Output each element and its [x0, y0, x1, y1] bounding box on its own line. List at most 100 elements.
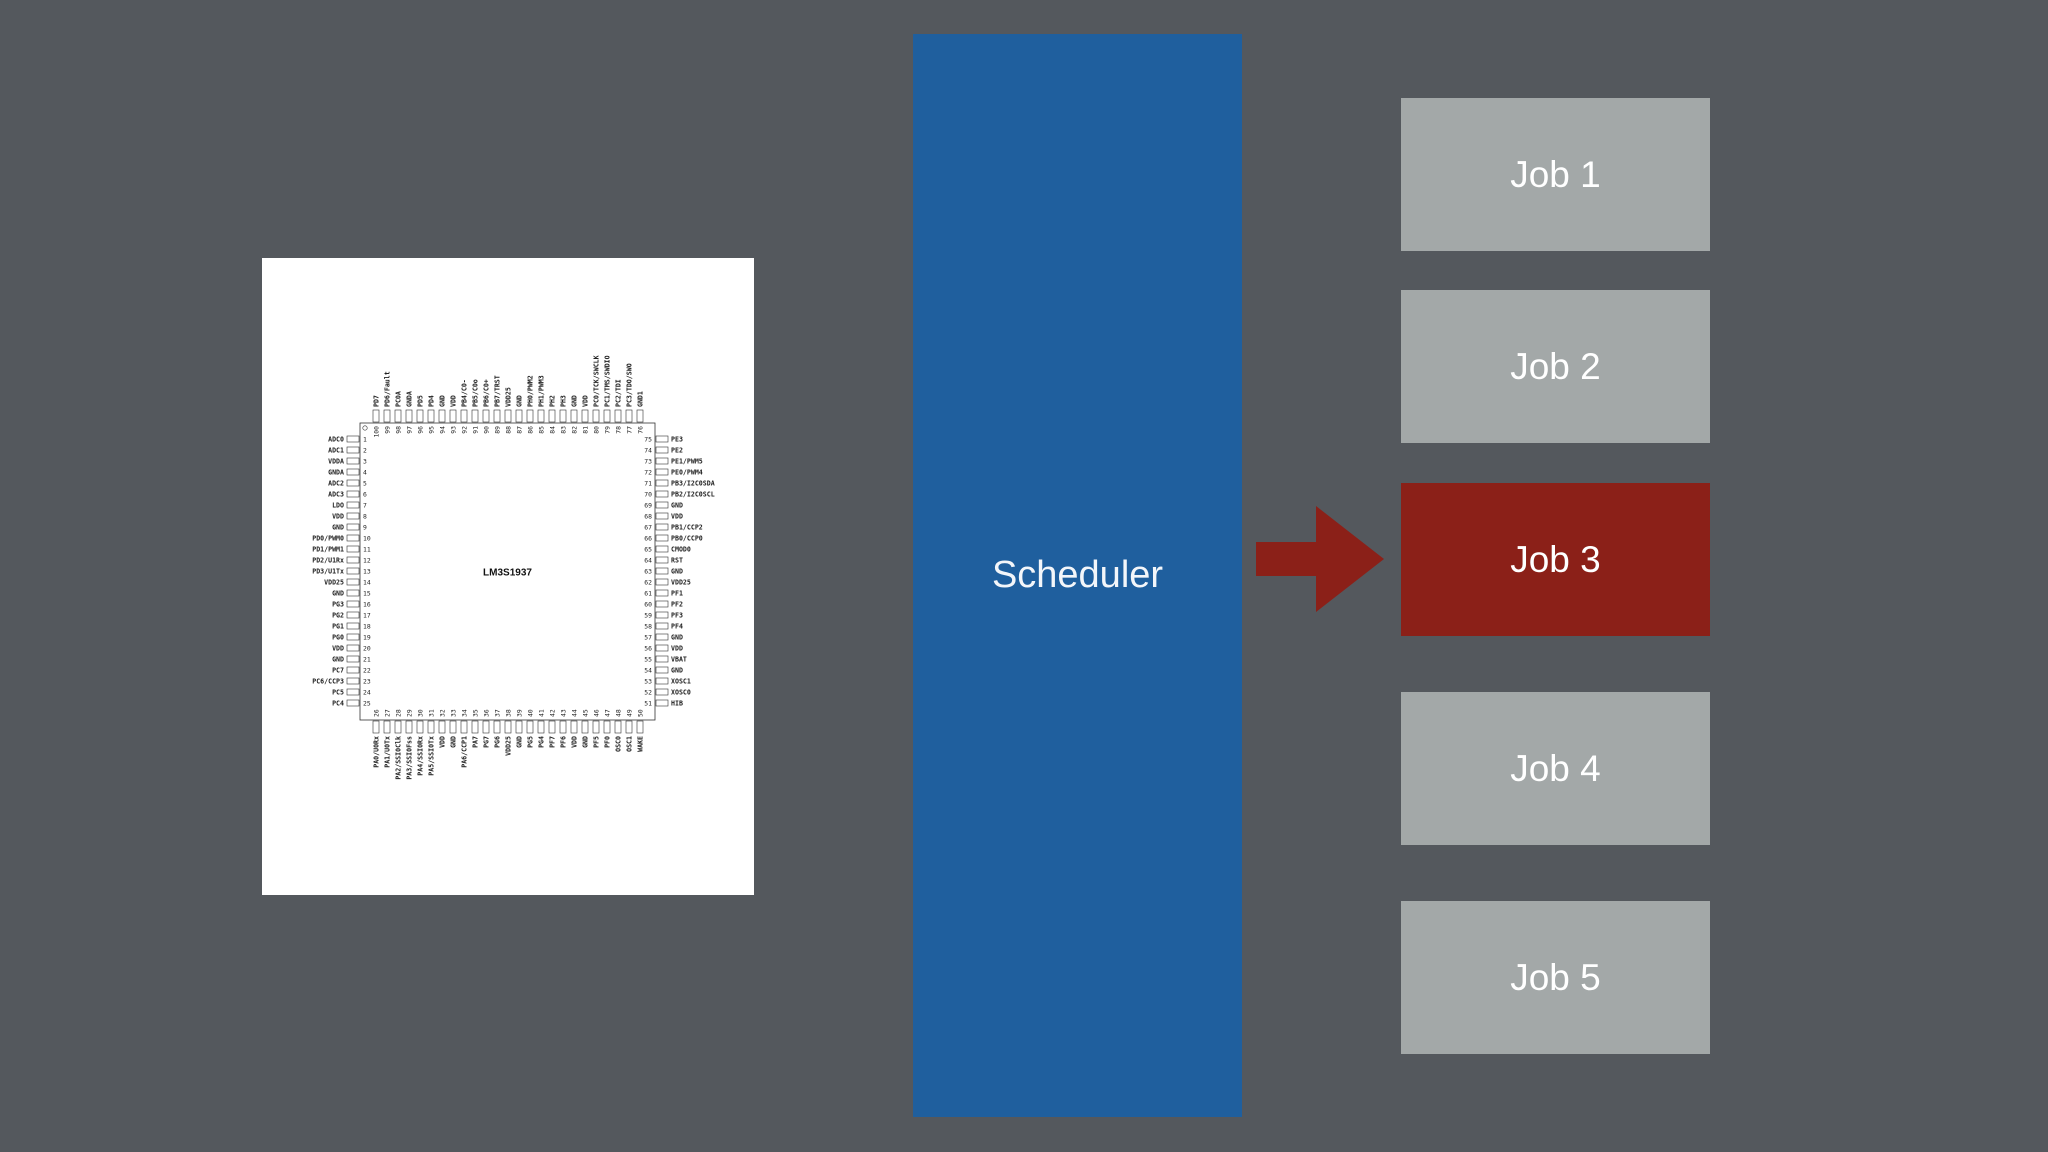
right-pin-label: PE3 [671, 435, 683, 443]
top-pin-label: PC2/TDI [614, 379, 622, 407]
bottom-pin-number: 49 [625, 709, 633, 717]
top-pin-label: PH0/PWM2 [526, 375, 534, 407]
bottom-pin-number: 39 [515, 709, 523, 717]
bottom-pin-number: 30 [416, 709, 424, 717]
left-pin-number: 14 [363, 578, 371, 586]
top-pin-number: 95 [427, 426, 435, 434]
right-pin-pad [655, 600, 669, 608]
right-pin-label: XOSC0 [671, 688, 691, 696]
top-pin-pad [383, 409, 391, 423]
right-pin-pad [655, 479, 669, 487]
left-pin-pad [346, 633, 360, 641]
left-pin-number: 15 [363, 589, 371, 597]
top-pin-number: 78 [614, 426, 622, 434]
bottom-pin-pad [526, 720, 534, 734]
top-pin-number: 81 [581, 426, 589, 434]
right-pin-label: PF4 [671, 622, 683, 630]
left-pin-pad [346, 622, 360, 630]
bottom-pin-label: PA3/SSI0Fss [405, 736, 413, 780]
right-pin-label: VDD [671, 644, 683, 652]
bottom-pin-pad [592, 720, 600, 734]
bottom-pin-label: VDD25 [504, 736, 512, 756]
bottom-pin-pad [636, 720, 644, 734]
job-box-1: Job 1 [1401, 98, 1710, 251]
left-pin-number: 11 [363, 545, 371, 553]
top-pin-pad [625, 409, 633, 423]
bottom-pin-pad [515, 720, 523, 734]
bottom-pin-label: PG7 [482, 736, 490, 748]
left-pin-label: GND [332, 523, 344, 531]
top-pin-pad [570, 409, 578, 423]
right-pin-pad [655, 677, 669, 685]
right-pin-number: 52 [644, 688, 652, 696]
top-pin-number: 92 [460, 426, 468, 434]
top-pin-label: PB4/C0- [460, 379, 468, 407]
right-pin-number: 69 [644, 501, 652, 509]
left-pin-pad [346, 699, 360, 707]
bottom-pin-number: 36 [482, 709, 490, 717]
bottom-pin-pad [416, 720, 424, 734]
top-pin-number: 98 [394, 426, 402, 434]
chip-pinout-svg: LM3S19371ADC02ADC13VDDA4GNDA5ADC26ADC37L… [312, 355, 714, 780]
left-pin-label: PD2/U1Rx [312, 556, 344, 564]
top-pin-pad [438, 409, 446, 423]
left-pin-pad [346, 479, 360, 487]
bottom-pin-number: 34 [460, 709, 468, 717]
right-pin-number: 75 [644, 435, 652, 443]
bottom-pin-pad [603, 720, 611, 734]
left-pin-number: 7 [363, 501, 367, 509]
bottom-pin-label: PA5/SSI0Tx [427, 736, 435, 776]
top-pin-number: 90 [482, 426, 490, 434]
bottom-pin-label: PF5 [592, 736, 600, 748]
scheduler-label: Scheduler [991, 554, 1164, 596]
bottom-pin-pad [570, 720, 578, 734]
right-pin-pad [655, 644, 669, 652]
left-pin-number: 16 [363, 600, 371, 608]
top-pin-label: PC3/TDO/SWO [625, 363, 633, 407]
left-pin-label: PC6/CCP3 [312, 677, 344, 685]
left-pin-label: ADC1 [328, 446, 344, 454]
top-pin-number: 88 [504, 426, 512, 434]
top-pin-number: 76 [636, 426, 644, 434]
right-pin-label: RST [671, 556, 683, 564]
top-pin-pad [460, 409, 468, 423]
bottom-pin-label: VDD [570, 736, 578, 748]
left-pin-number: 10 [363, 534, 371, 542]
left-pin-pad [346, 446, 360, 454]
left-pin-number: 12 [363, 556, 371, 564]
right-pin-pad [655, 446, 669, 454]
left-pin-label: PC7 [332, 666, 344, 674]
top-pin-label: PH3 [559, 395, 567, 407]
left-pin-number: 5 [363, 479, 367, 487]
left-pin-label: VDD [332, 644, 344, 652]
bottom-pin-label: PF7 [548, 736, 556, 748]
left-pin-number: 3 [363, 457, 367, 465]
right-pin-label: PF3 [671, 611, 683, 619]
left-pin-pad [346, 666, 360, 674]
right-pin-number: 57 [644, 633, 652, 641]
left-pin-pad [346, 677, 360, 685]
top-pin-number: 85 [537, 426, 545, 434]
right-pin-number: 66 [644, 534, 652, 542]
top-pin-number: 94 [438, 426, 446, 434]
left-pin-label: PC5 [332, 688, 344, 696]
right-pin-number: 65 [644, 545, 652, 553]
left-pin-pad [346, 567, 360, 575]
right-pin-label: GND [671, 633, 683, 641]
left-pin-label: GND [332, 589, 344, 597]
top-pin-label: PB7/TRST [493, 375, 501, 407]
left-pin-pad [346, 512, 360, 520]
left-pin-number: 9 [363, 523, 367, 531]
right-pin-label: PE1/PWM5 [671, 457, 703, 465]
left-pin-pad [346, 556, 360, 564]
right-pin-pad [655, 457, 669, 465]
chip-name: LM3S1937 [483, 568, 532, 579]
top-pin-number: 93 [449, 426, 457, 434]
right-pin-pad [655, 556, 669, 564]
left-pin-label: LDO [332, 501, 344, 509]
top-pin-pad [548, 409, 556, 423]
job-label: Job 4 [1510, 747, 1601, 789]
left-pin-pad [346, 589, 360, 597]
scheduler-block: Scheduler [913, 34, 1242, 1117]
